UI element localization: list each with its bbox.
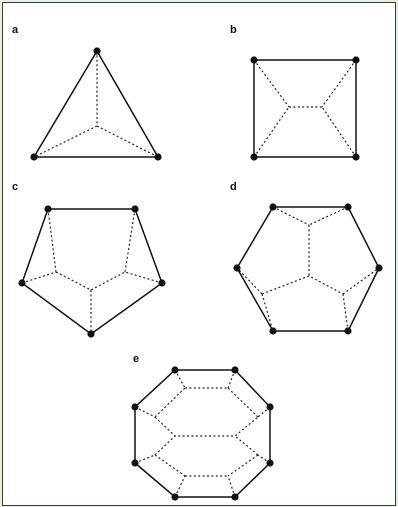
panel-a: a [12, 24, 162, 161]
vertex [87, 330, 95, 338]
vertex [131, 205, 139, 213]
pentagon-outline [21, 208, 163, 335]
vertex [250, 56, 258, 64]
square-hidden-edges [253, 59, 357, 158]
vertex [231, 366, 239, 374]
panel-d: d [230, 181, 383, 335]
vertex [344, 327, 352, 335]
panel-label-b: b [230, 24, 237, 36]
square-outline [253, 59, 357, 158]
octagon-outline [134, 369, 271, 498]
panel-b: b [230, 24, 360, 161]
vertex [93, 47, 101, 55]
vertex [158, 279, 166, 287]
triangle-hidden-edges [33, 51, 159, 158]
vertex [352, 56, 360, 64]
vertex [269, 327, 277, 335]
vertex [266, 459, 274, 467]
octagon-hidden-edges [134, 369, 271, 498]
vertex [44, 205, 52, 213]
vertex [375, 264, 383, 272]
vertex [30, 153, 38, 161]
vertex [131, 403, 139, 411]
vertex [171, 366, 179, 374]
vertex [250, 153, 258, 161]
vertex [171, 493, 179, 501]
vertex [131, 459, 139, 467]
vertex [233, 264, 241, 272]
vertex [269, 203, 277, 211]
panel-label-c: c [12, 181, 18, 193]
panel-label-a: a [12, 24, 19, 36]
vertex [154, 153, 162, 161]
hexagon-hidden-edges [236, 206, 380, 332]
vertex [231, 493, 239, 501]
vertex [18, 279, 26, 287]
vertex [352, 153, 360, 161]
panel-c: c [12, 181, 166, 338]
triangle-outline [32, 49, 160, 158]
panel-label-d: d [230, 181, 237, 193]
vertex [344, 203, 352, 211]
hexagon-outline [236, 206, 380, 332]
pentagon-hidden-edges [21, 208, 163, 334]
vertex [266, 403, 274, 411]
panel-label-e: e [133, 353, 139, 365]
panel-e: e [131, 353, 274, 501]
